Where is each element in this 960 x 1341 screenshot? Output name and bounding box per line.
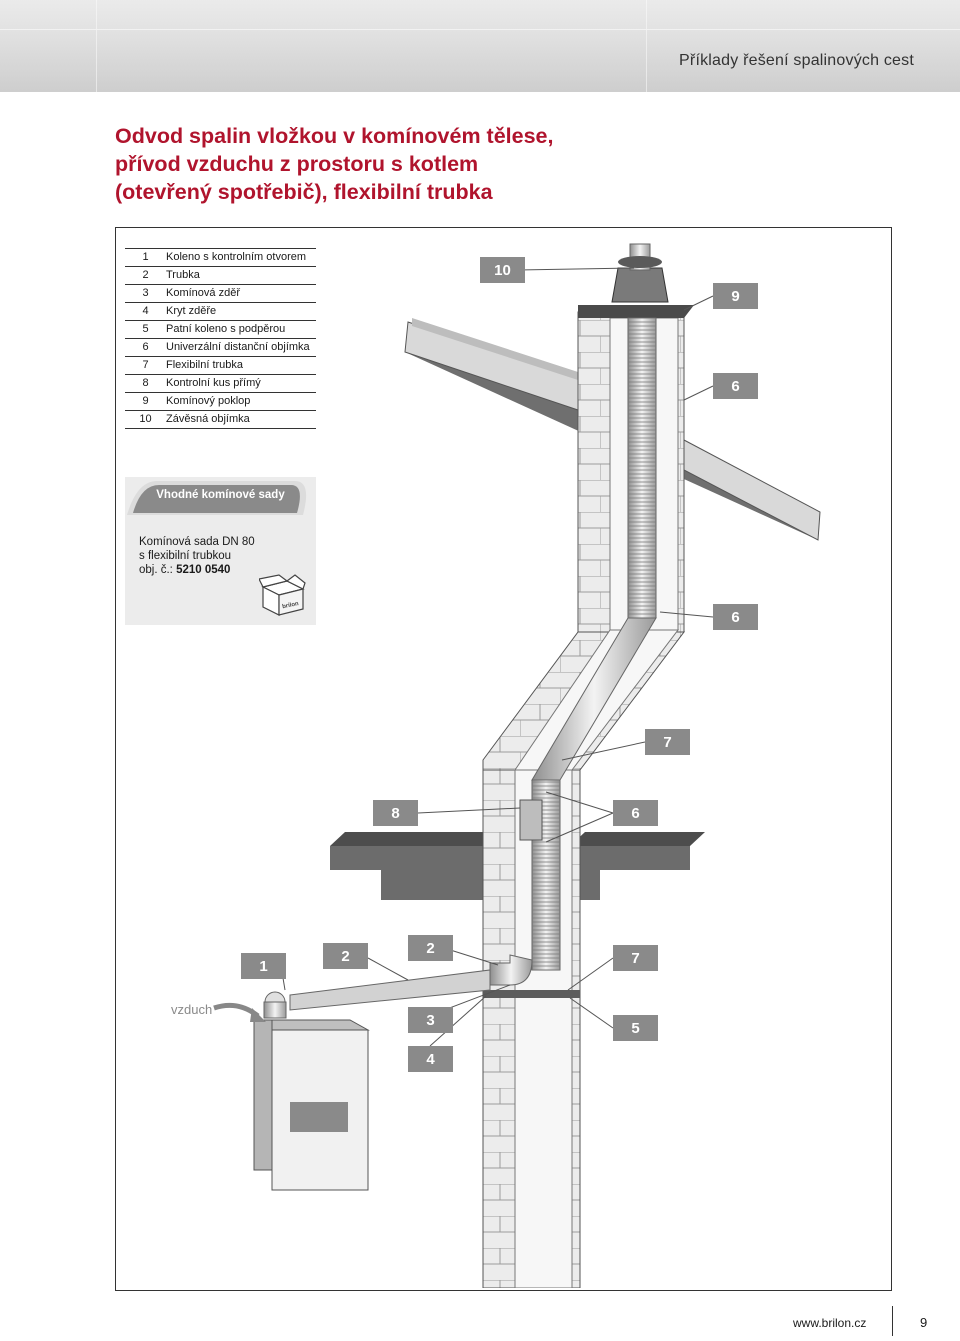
- callout-6: 6: [713, 604, 758, 630]
- page-title: Odvod spalin vložkou v komínovém tělese,…: [115, 122, 675, 206]
- legend-label: Trubka: [166, 269, 200, 281]
- header-line: [0, 29, 960, 30]
- figure-frame: [115, 227, 892, 1291]
- sets-heading: Vhodné komínové sady: [156, 489, 285, 501]
- legend-num: 8: [142, 377, 149, 389]
- legend-label: Patní koleno s podpěrou: [166, 323, 286, 335]
- section-title: Příklady řešení spalinových cest: [679, 52, 914, 69]
- header-tile: [96, 0, 647, 92]
- callout-10: 10: [480, 257, 525, 283]
- legend-label: Kontrolní kus přímý: [166, 377, 261, 389]
- legend-row: 9 Komínový poklop: [125, 393, 316, 411]
- legend-row: 7 Flexibilní trubka: [125, 357, 316, 375]
- callout-4: 4: [408, 1046, 453, 1072]
- footer-divider: [892, 1306, 893, 1336]
- legend-label: Závěsná objímka: [166, 413, 250, 425]
- legend-num: 5: [142, 323, 149, 335]
- page-number: 9: [920, 1315, 928, 1330]
- header-tile: [0, 0, 97, 92]
- callout-3: 3: [408, 1007, 453, 1033]
- sets-line: Komínová sada DN 80: [139, 536, 255, 548]
- ceiling-slab: [330, 832, 705, 900]
- legend-row: 4 Kryt zděře: [125, 303, 316, 321]
- header-tile: [646, 0, 960, 92]
- legend-num: 10: [139, 413, 152, 425]
- legend-num: 6: [142, 341, 149, 353]
- callout-2: 2: [408, 935, 453, 961]
- order-number: 5210 0540: [176, 564, 231, 576]
- flue-liner: [263, 317, 657, 1019]
- legend-row: 3 Komínová zděř: [125, 285, 316, 303]
- box-brand: brilon: [282, 601, 300, 610]
- legend-num: 2: [142, 269, 149, 281]
- legend-label: Koleno s kontrolním otvorem: [166, 251, 307, 263]
- header-band: [0, 0, 960, 92]
- legend-row: 5 Patní koleno s podpěrou: [125, 321, 316, 339]
- legend-num: 1: [142, 251, 149, 263]
- legend-label: Kryt zděře: [166, 305, 217, 317]
- legend-label: Univerzální distanční objímka: [166, 341, 310, 353]
- title-line: Odvod spalin vložkou v komínovém tělese,: [115, 124, 554, 148]
- chimney-drawing: [213, 243, 821, 1288]
- callout-7: 7: [613, 945, 658, 971]
- title-line: (otevřený spotřebič), flexibilní trubka: [115, 180, 493, 204]
- chimney-cap: [578, 243, 694, 318]
- chimney-sets-box: Vhodné komínové sady Komínová sada DN 80…: [125, 477, 316, 625]
- legend-label: Flexibilní trubka: [166, 359, 244, 371]
- sets-order: obj. č.: 5210 0540: [139, 563, 255, 577]
- legend-row: 8 Kontrolní kus přímý: [125, 375, 316, 393]
- callout-9: 9: [713, 283, 758, 309]
- sets-description: Komínová sada DN 80 s flexibilní trubkou…: [139, 535, 255, 577]
- callout-8: 8: [373, 800, 418, 826]
- legend-label: Komínová zděř: [166, 287, 240, 299]
- legend-label: Komínový poklop: [166, 395, 251, 407]
- air-label: vzduch: [171, 1002, 213, 1017]
- sets-line: s flexibilní trubkou: [139, 550, 232, 562]
- callout-1: 1: [241, 953, 286, 979]
- legend-row: 2 Trubka: [125, 267, 316, 285]
- boiler: [252, 1019, 370, 1191]
- legend-num: 4: [142, 305, 149, 317]
- legend-num: 7: [142, 359, 149, 371]
- callout-7: 7: [645, 729, 690, 755]
- order-prefix: obj. č.:: [139, 564, 177, 576]
- sets-heading-tab: [127, 481, 307, 515]
- title-line: přívod vzduchu z prostoru s kotlem: [115, 152, 479, 176]
- package-icon: brilon: [259, 574, 306, 616]
- legend-num: 3: [142, 287, 149, 299]
- callout-5: 5: [613, 1015, 658, 1041]
- legend-row: 10 Závěsná objímka: [125, 411, 316, 429]
- legend-row: 6 Univerzální distanční objímka: [125, 339, 316, 357]
- callout-6: 6: [613, 800, 658, 826]
- callout-6: 6: [713, 373, 758, 399]
- callout-2: 2: [323, 943, 368, 969]
- legend-row: 1 Koleno s kontrolním otvorem: [125, 249, 316, 267]
- footer-url[interactable]: www.brilon.cz: [793, 1316, 867, 1330]
- legend-num: 9: [142, 395, 149, 407]
